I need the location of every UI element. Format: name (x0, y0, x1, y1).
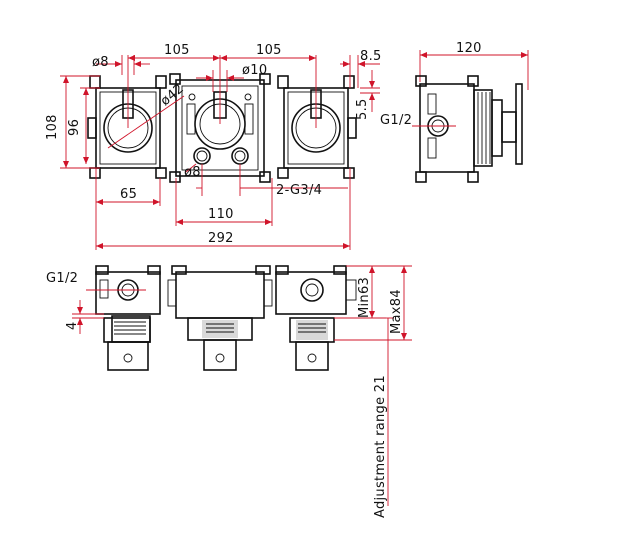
side-thread (477, 92, 491, 164)
dim-max84: Max84 (389, 289, 404, 334)
dim-g12-front: G1/2 (46, 271, 78, 286)
dim-adjustment-range: Adjustment range 21 (373, 375, 388, 518)
dim-4: 4 (65, 321, 80, 330)
dim-292: 292 (208, 231, 234, 246)
front-center-module (167, 265, 273, 371)
front-dimensions (72, 265, 412, 506)
dim-96: 96 (67, 119, 82, 136)
dim-5-5: 5.5 (355, 98, 370, 120)
dim-8-5: 8.5 (360, 49, 382, 64)
dim-108: 108 (45, 114, 60, 140)
dim-dia8-bottom: ø8 (184, 165, 201, 180)
left-valve-box (87, 75, 167, 179)
top-view: ø8 105 105 8.5 ø10 ø42 108 96 5.5 ø8 65 … (45, 43, 382, 250)
dim-120: 120 (456, 41, 482, 56)
dim-min63: Min63 (357, 277, 372, 318)
front-right-module (275, 265, 357, 371)
adjuster-hatching (114, 321, 326, 335)
dim-dia8-top: ø8 (92, 55, 109, 70)
dim-65: 65 (120, 187, 137, 202)
dim-110: 110 (208, 207, 234, 222)
dim-dia10: ø10 (242, 63, 267, 78)
side-view: 120 G1/2 (380, 41, 529, 183)
front-left-module (95, 265, 161, 371)
right-valve-box (277, 75, 357, 179)
top-dimensions (60, 55, 380, 250)
center-valve-box (169, 73, 271, 183)
dim-105-left: 105 (164, 43, 190, 58)
dim-g12-side: G1/2 (380, 113, 412, 128)
dim-dia42: ø42 (158, 81, 187, 109)
front-view: G1/2 4 Min63 Max84 Adjustment range 21 (46, 265, 412, 518)
dim-105-right: 105 (256, 43, 282, 58)
dim-2-g34: 2-G3/4 (276, 183, 322, 198)
